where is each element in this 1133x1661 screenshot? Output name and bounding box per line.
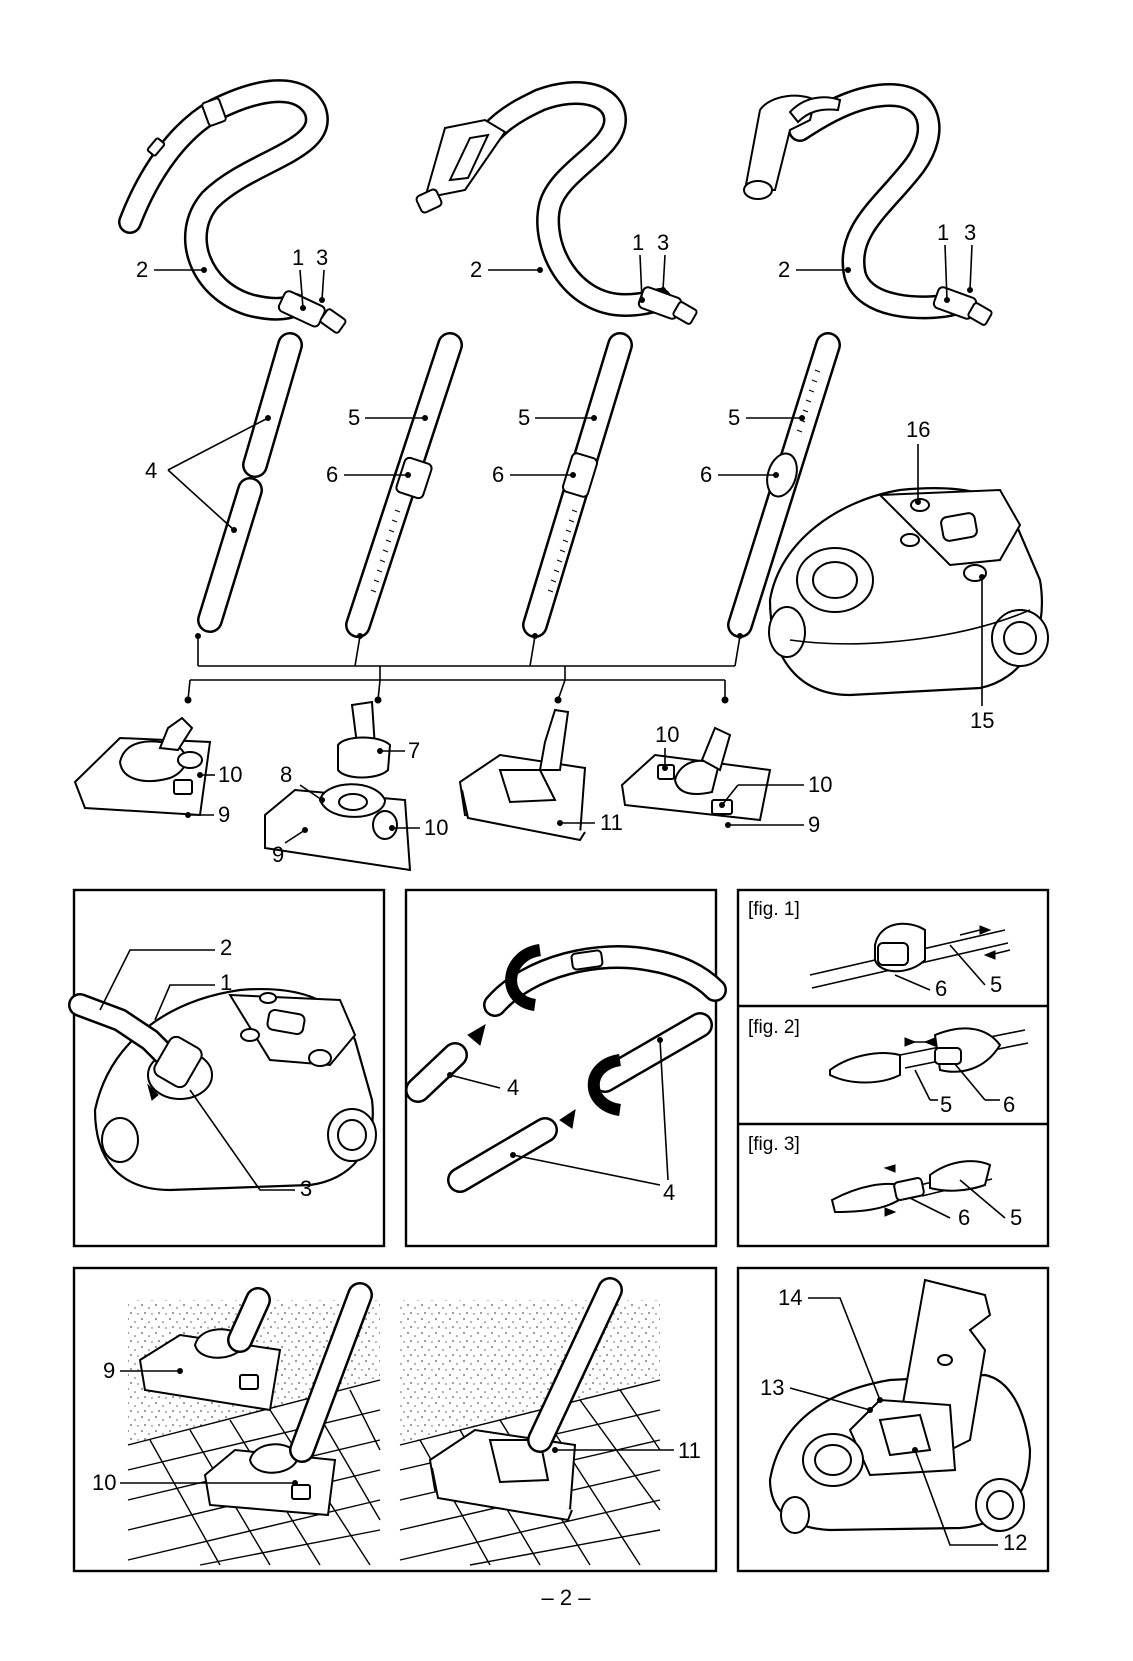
- label-floor-nozzle-2: 9: [272, 842, 284, 867]
- parquet-nozzle: 7 8 9 10: [265, 702, 448, 870]
- hose-variant-3: [744, 95, 993, 326]
- telescopic-tube-1: 5 6: [326, 345, 450, 625]
- panel-telescopic-adjust: [fig. 1] [fig. 2] [fig. 3] 6 5 5 6: [738, 890, 1048, 1246]
- fig2-title: [fig. 2]: [748, 1017, 800, 1038]
- label-hose-button-3: 3: [964, 220, 976, 245]
- label-floor-nozzle-1: 9: [218, 802, 230, 827]
- label-pedal-1: 10: [218, 762, 242, 787]
- label-tubes: 4: [145, 458, 157, 483]
- label-panel-a-connector: 1: [220, 970, 232, 995]
- label-panel-b-tube-2: 4: [663, 1180, 675, 1205]
- label-hose-button-1: 3: [316, 245, 328, 270]
- hose-variant-1: [130, 91, 347, 334]
- label-panel-d-turbo: 11: [678, 1438, 701, 1463]
- floor-nozzle-2: 10 10 9: [622, 722, 832, 837]
- fig3-title: [fig. 3]: [748, 1134, 800, 1155]
- fig3-label-clip: 6: [958, 1205, 970, 1230]
- label-panel-a-hose: 2: [220, 935, 232, 960]
- fig2-drawing: 5 6: [830, 1028, 1028, 1117]
- label-pedal-2: 10: [424, 815, 448, 840]
- label-hose-connector-1: 1: [292, 245, 304, 270]
- page-number: – 2 –: [542, 1585, 592, 1610]
- label-panel-d-pedal: 10: [92, 1470, 116, 1495]
- label-panel-b-tube-1: 4: [507, 1075, 519, 1100]
- label-hose-3: 2: [778, 257, 790, 282]
- label-tube-clip-2: 6: [492, 462, 504, 487]
- label-panel-a-button: 3: [300, 1176, 312, 1201]
- label-parquet-brush: 8: [280, 762, 292, 787]
- fig3-label-tube: 5: [1010, 1205, 1022, 1230]
- floor-nozzle-1: 10 9: [75, 718, 242, 827]
- fig1-label-tube: 5: [990, 972, 1002, 997]
- label-turbo-nozzle: 11: [600, 810, 623, 835]
- label-tube-clip-3: 6: [700, 462, 712, 487]
- telescopic-tube-2: 5 6: [492, 345, 620, 625]
- label-panel-d-floor-nozzle: 9: [103, 1358, 115, 1383]
- two-piece-tubes: 4: [145, 345, 290, 620]
- label-cord-button: 15: [970, 708, 994, 733]
- label-pedal-3: 10: [655, 722, 679, 747]
- label-tube-clip-1: 6: [326, 462, 338, 487]
- label-parquet-adapter: 7: [408, 738, 420, 763]
- fig3-drawing: 6 5: [832, 1161, 1022, 1230]
- fig1-title: [fig. 1]: [748, 899, 800, 920]
- label-power-button: 16: [906, 417, 930, 442]
- fig2-label-tube: 5: [940, 1092, 952, 1117]
- fig2-label-clip: 6: [1003, 1092, 1015, 1117]
- label-hose-button-2: 3: [657, 230, 669, 255]
- label-pedal-4: 10: [808, 772, 832, 797]
- panel-nozzle-usage: 9 10 11: [74, 1268, 716, 1571]
- label-hose-connector-3: 1: [937, 220, 949, 245]
- label-filter: 13: [760, 1375, 784, 1400]
- hose-variant-2: [415, 93, 697, 325]
- panel-open-compartment: 14 13 12: [738, 1268, 1048, 1571]
- label-tube-upper-1: 5: [348, 405, 360, 430]
- label-tube-upper-2: 5: [518, 405, 530, 430]
- label-bag-holder: 12: [1003, 1530, 1027, 1555]
- fig1-drawing: 6 5: [810, 924, 1010, 1001]
- fig1-label-clip: 6: [935, 976, 947, 1001]
- label-hose-connector-2: 1: [632, 230, 644, 255]
- label-hose-2: 2: [470, 257, 482, 282]
- turbo-nozzle: 11: [460, 710, 623, 840]
- label-floor-nozzle-3: 9: [808, 812, 820, 837]
- label-motor-filter: 14: [778, 1285, 802, 1310]
- panel-tube-assembly: 4 4: [406, 890, 716, 1246]
- label-tube-upper-3: 5: [728, 405, 740, 430]
- label-hose-1: 2: [136, 257, 148, 282]
- tube-to-nozzle-bracket: [185, 633, 744, 704]
- panel-hose-connection: 2 1 3: [74, 890, 384, 1246]
- vacuum-cleaner-body: 16 15: [769, 417, 1048, 733]
